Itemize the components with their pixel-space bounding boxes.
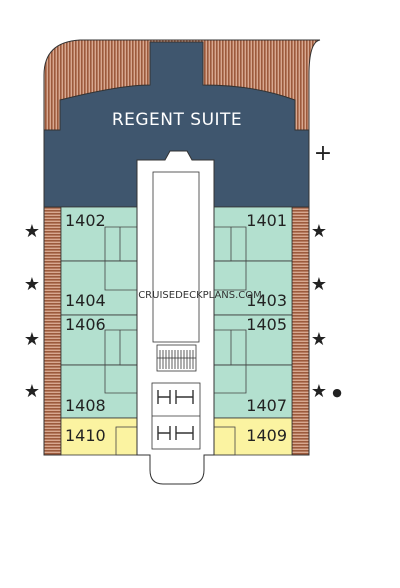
- regent-suite-label: REGENT SUITE: [112, 110, 242, 130]
- cabin-1407[interactable]: [213, 364, 293, 419]
- cabin-1410[interactable]: [60, 417, 138, 456]
- cabin-1405[interactable]: [213, 314, 293, 366]
- cabin-1403-label: 1403: [246, 291, 287, 310]
- star-icon: ★: [24, 221, 40, 242]
- star-icon: ★: [311, 329, 327, 350]
- star-icon: ★: [311, 221, 327, 242]
- cabin-1401-label: 1401: [246, 211, 287, 230]
- cabin-1402[interactable]: [60, 206, 138, 262]
- star-icon: ★: [24, 274, 40, 295]
- corridor-inner: [152, 171, 200, 343]
- cabin-1407-label: 1407: [246, 396, 287, 415]
- cabin-1404-label: 1404: [65, 291, 106, 310]
- regent-suite[interactable]: [43, 41, 310, 208]
- star-icon: ★: [311, 274, 327, 295]
- port-balconies: [43, 206, 62, 456]
- plus-icon: +: [314, 141, 332, 166]
- cabin-1410-label: 1410: [65, 426, 106, 445]
- star-icon: ★: [24, 381, 40, 402]
- cabin-1406-label: 1406: [65, 315, 106, 334]
- star-icon: ★: [311, 381, 327, 402]
- port-bathrooms: [104, 226, 138, 456]
- stairs: [156, 344, 197, 372]
- cabin-1409-label: 1409: [246, 426, 287, 445]
- cabin-1408-label: 1408: [65, 396, 106, 415]
- starboard-balconies: [291, 206, 310, 456]
- dot-icon: ●: [332, 386, 342, 399]
- watermark: CRUISEDECKPLANS.COM: [138, 290, 262, 301]
- cabin-1402-label: 1402: [65, 211, 106, 230]
- cabin-1405-label: 1405: [246, 315, 287, 334]
- elevators: [151, 382, 201, 450]
- cabin-1403[interactable]: [213, 260, 293, 316]
- star-icon: ★: [24, 329, 40, 350]
